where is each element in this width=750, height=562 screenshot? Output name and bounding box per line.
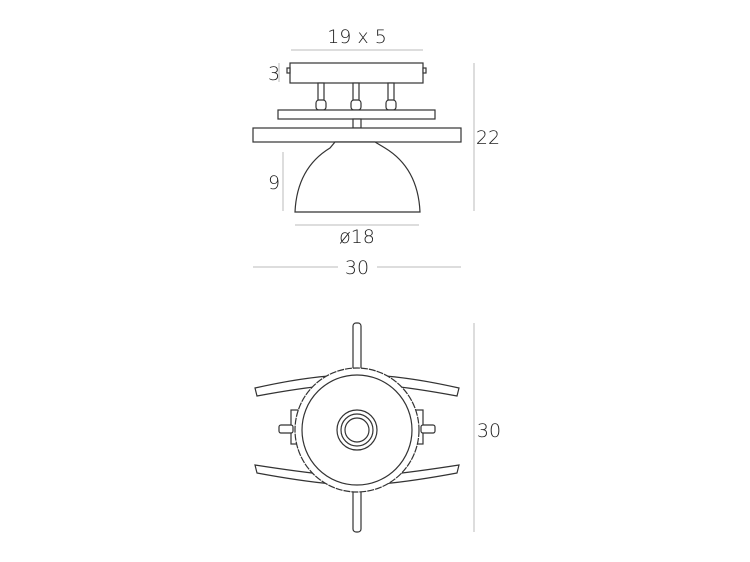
shade-diameter-label: ø18: [339, 226, 375, 248]
socket-outer-ring: [336, 409, 378, 451]
canopy-screw-right: [422, 67, 427, 74]
rod-top: [352, 322, 362, 374]
screw-right: [420, 424, 436, 434]
dome-shade: [294, 141, 421, 213]
canopy-screw-left: [286, 67, 291, 74]
rod-bottom: [352, 486, 362, 533]
shade-height-label: 9: [268, 172, 280, 194]
side-view: 19 x 5 3 9 22 ø18 30: [252, 26, 500, 279]
shade-outline: [301, 374, 413, 486]
arms-plate: [252, 127, 462, 143]
center-stem: [352, 118, 362, 129]
top-view: 30: [254, 322, 501, 533]
canopy-height-label: 3: [268, 63, 280, 85]
total-height-label: 22: [476, 127, 500, 149]
socket-middle-ring: [340, 413, 374, 447]
screw-left: [278, 424, 294, 434]
socket-inner-ring: [344, 417, 370, 443]
scalloped-rim: [294, 367, 420, 493]
canopy-dimension-label: 19 x 5: [327, 26, 387, 48]
total-width-label: 30: [345, 257, 369, 279]
mounting-stems: [315, 82, 397, 111]
depth-label: 30: [477, 420, 501, 442]
canopy: [289, 62, 424, 84]
cross-bar: [277, 109, 436, 120]
